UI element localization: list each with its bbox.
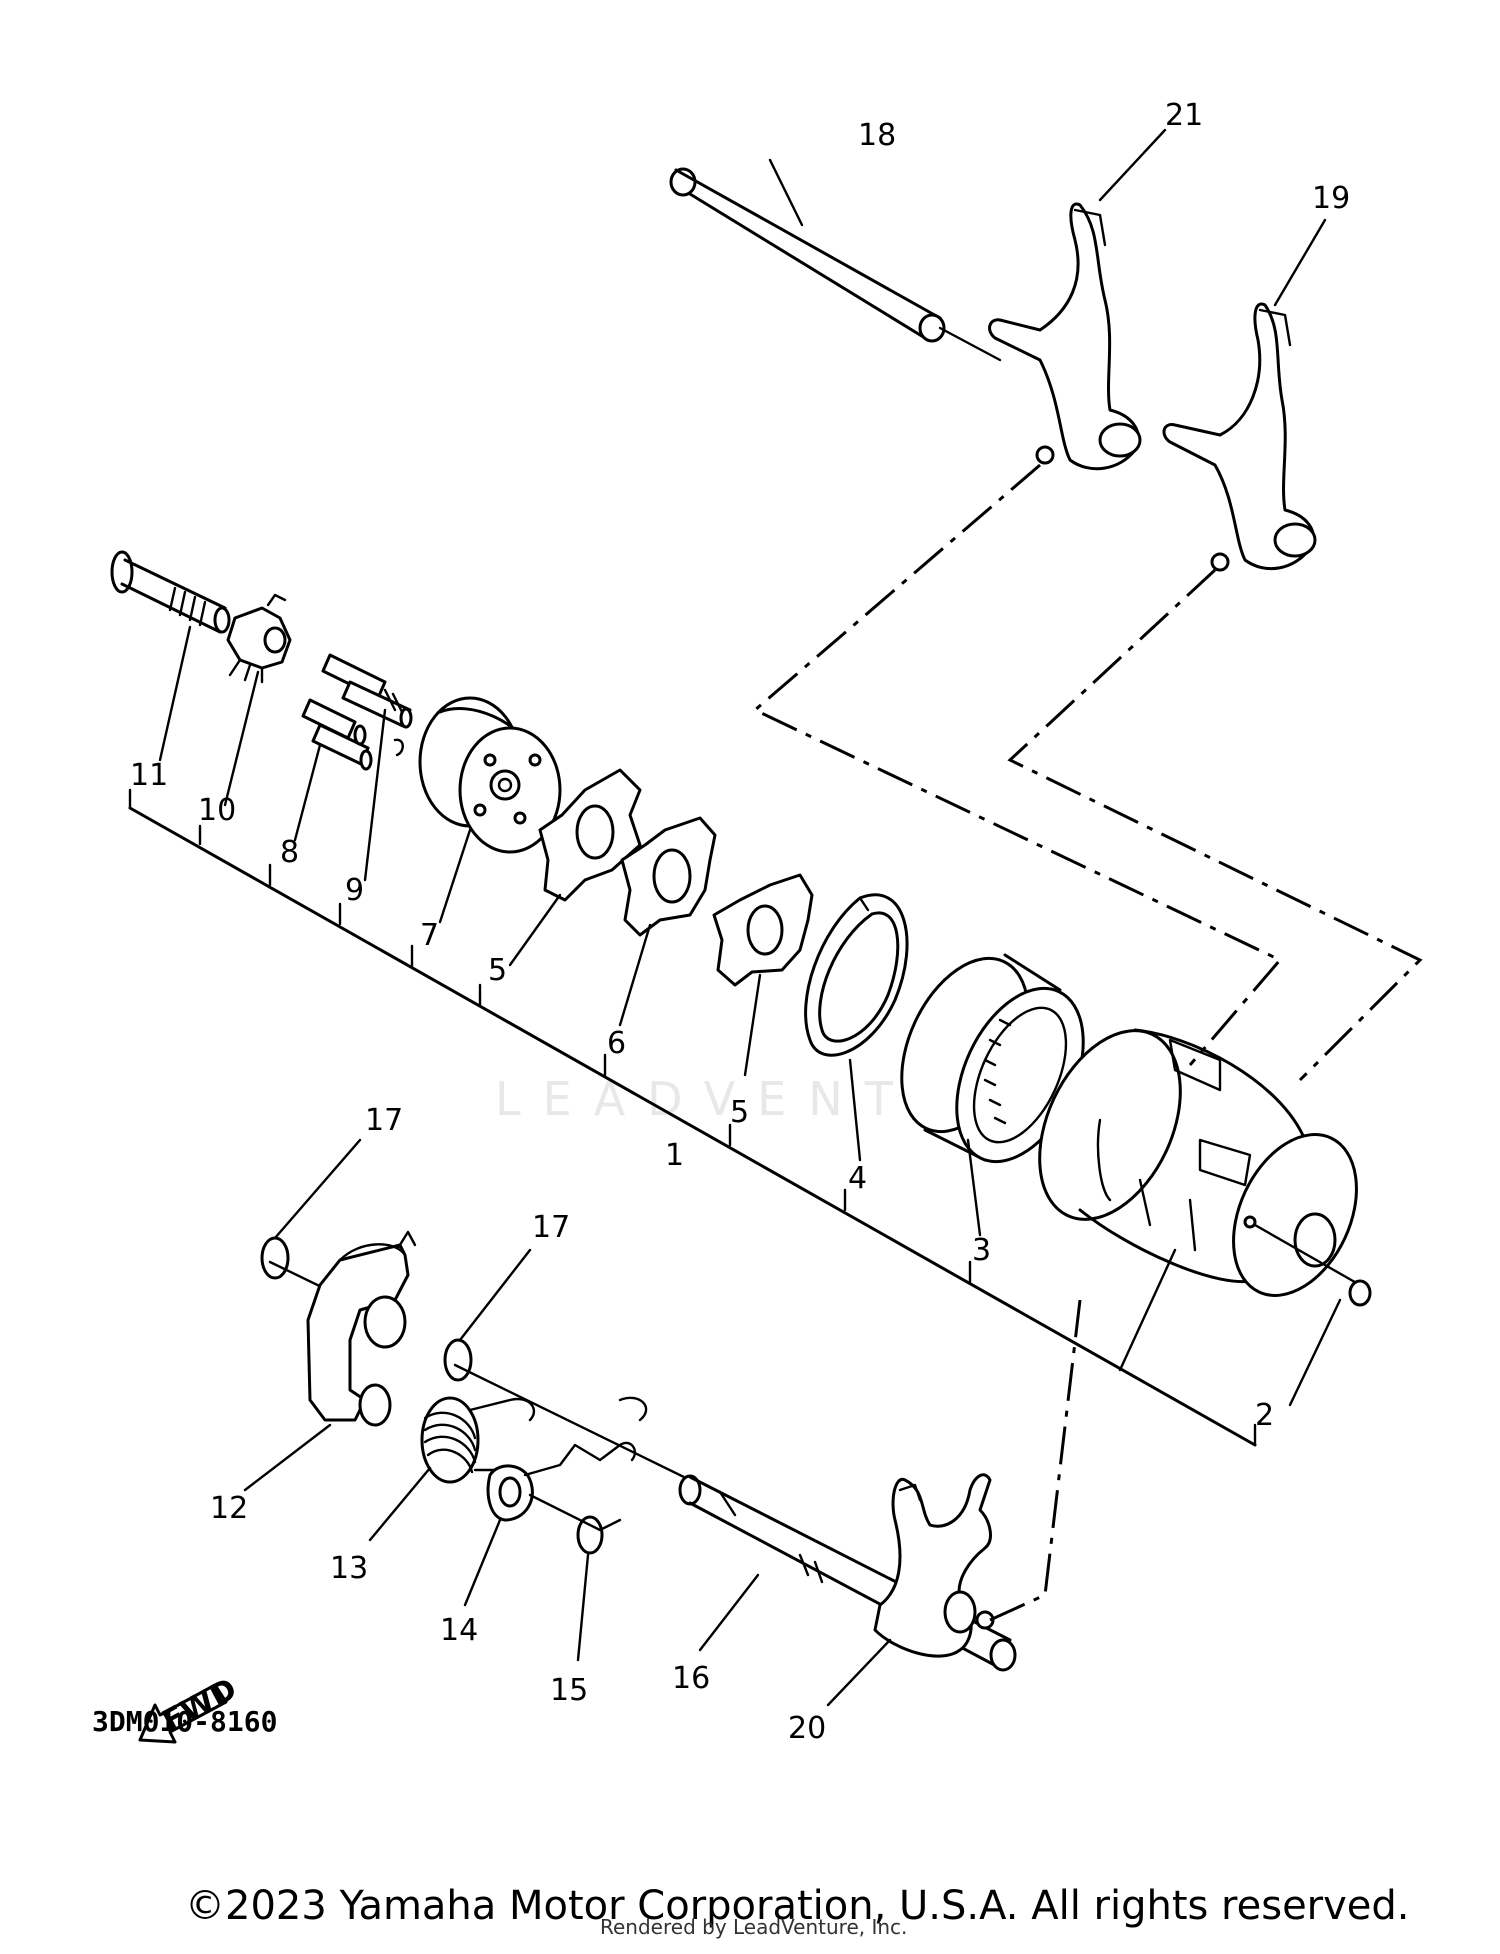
circlip-15 xyxy=(576,1515,604,1555)
callout-21: 21 xyxy=(1165,98,1203,133)
callout-8: 8 xyxy=(280,835,299,870)
shift-fork-20 xyxy=(873,1473,995,1658)
callout-18: 18 xyxy=(858,118,896,153)
shift-arm-14 xyxy=(486,1396,648,1532)
callout-15: 15 xyxy=(550,1673,588,1708)
segment-10 xyxy=(226,593,292,684)
copyright-notice: ©2023 Yamaha Motor Corporation, U.S.A. A… xyxy=(185,1883,1410,1929)
callout-1: 1 xyxy=(665,1138,684,1173)
callout-20: 20 xyxy=(788,1711,826,1746)
callout-17-upper: 17 xyxy=(365,1103,403,1138)
circlip-4 xyxy=(804,893,909,1057)
assembly-bracket-1 xyxy=(128,788,1257,1447)
callout-11: 11 xyxy=(130,758,168,793)
shift-cam-7 xyxy=(418,696,562,854)
shift-fork-19 xyxy=(1162,302,1317,572)
callout-4: 4 xyxy=(848,1161,867,1196)
callout-numbers: 1 2 3 4 5 5 6 7 8 9 10 11 12 13 14 15 16… xyxy=(130,98,1350,1746)
callout-19: 19 xyxy=(1312,181,1350,216)
shift-shaft-16 xyxy=(678,1474,1017,1672)
shift-fork-21 xyxy=(988,202,1142,471)
rendered-by-notice: Rendered by LeadVenture, Inc. xyxy=(600,1915,908,1939)
callout-3: 3 xyxy=(972,1233,991,1268)
stopper-plate-6 xyxy=(620,816,717,937)
torsion-spring-13 xyxy=(420,1396,536,1484)
pins-8 xyxy=(301,698,373,771)
segment-bolt-11 xyxy=(110,550,231,634)
callout-9: 9 xyxy=(345,873,364,908)
leader-lines xyxy=(158,128,1342,1707)
callout-5-lower: 5 xyxy=(730,1095,749,1130)
callout-7: 7 xyxy=(420,918,439,953)
callout-17-lower: 17 xyxy=(532,1210,570,1245)
callout-13: 13 xyxy=(330,1551,368,1586)
callout-10: 10 xyxy=(198,793,236,828)
stopper-plate-5-upper xyxy=(538,768,642,902)
callout-14: 14 xyxy=(440,1613,478,1648)
circlip-17-lower xyxy=(443,1338,692,1482)
shift-drum-2 xyxy=(1038,1028,1372,1307)
callout-5-upper: 5 xyxy=(488,953,507,988)
stopper-plate-5-lower xyxy=(712,873,814,987)
pins-9 xyxy=(321,653,413,757)
callout-12: 12 xyxy=(210,1491,248,1526)
callout-6: 6 xyxy=(607,1026,626,1061)
shift-fork-guide-bar-18 xyxy=(669,167,1002,362)
callout-2: 2 xyxy=(1255,1398,1274,1433)
drawing-code: 3DM010-8160 xyxy=(92,1705,278,1738)
callout-16: 16 xyxy=(672,1661,710,1696)
shift-lever-12 xyxy=(306,1230,417,1427)
